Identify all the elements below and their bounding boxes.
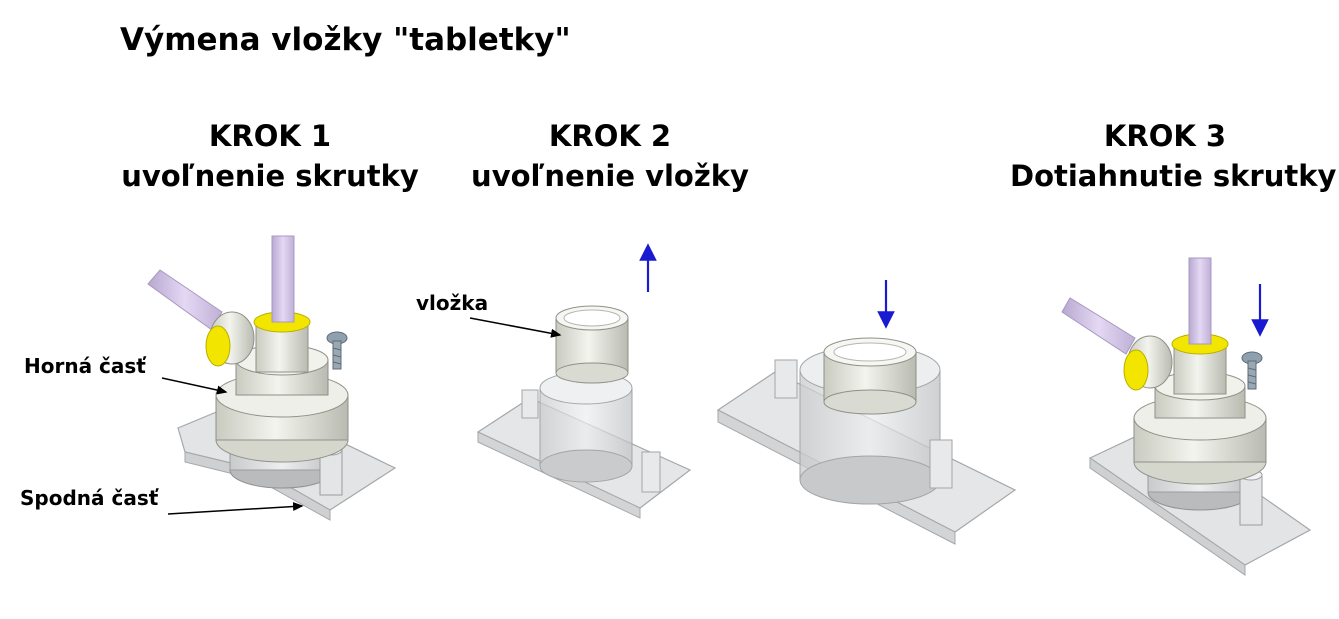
step-3-title: KROK 3 Dotiahnutie skrutky (1010, 116, 1337, 196)
step-2-insert-removed (469, 243, 692, 519)
step-2-insert-placed (716, 280, 1017, 545)
vertical-tube (271, 235, 295, 323)
page-title: Výmena vložky "tabletky" (120, 22, 571, 58)
step-1-assembly (147, 235, 397, 521)
horizontal-tube (147, 269, 223, 331)
insert-label: vložka (416, 291, 489, 315)
step-2-title: KROK 2 uvoľnenie vložky (460, 116, 760, 196)
step-2-heading: KROK 2 (548, 119, 672, 153)
screw (1241, 351, 1263, 390)
step-1-subheading: uvoľnenie skrutky (121, 159, 419, 193)
lower-part-label: Spodná časť (20, 486, 159, 510)
step-2-subheading: uvoľnenie vložky (471, 159, 749, 193)
upper-part-leader (161, 377, 228, 395)
lower-part-leader (167, 502, 304, 515)
insert-cartridge (555, 305, 629, 384)
step-1-heading: KROK 1 (208, 119, 332, 153)
vertical-tube (1188, 257, 1212, 345)
step-1-title: KROK 1 uvoľnenie skrutky (120, 116, 420, 196)
upper-part-label: Horná časť (24, 354, 146, 378)
horizontal-tube (1061, 297, 1136, 355)
screw (326, 331, 348, 370)
step-3-subheading: Dotiahnutie skrutky (1010, 159, 1337, 193)
insert-cartridge (823, 337, 917, 415)
step-3-assembly (1061, 257, 1312, 576)
step-3-heading: KROK 3 (1103, 119, 1227, 153)
insert-leader (469, 317, 562, 338)
